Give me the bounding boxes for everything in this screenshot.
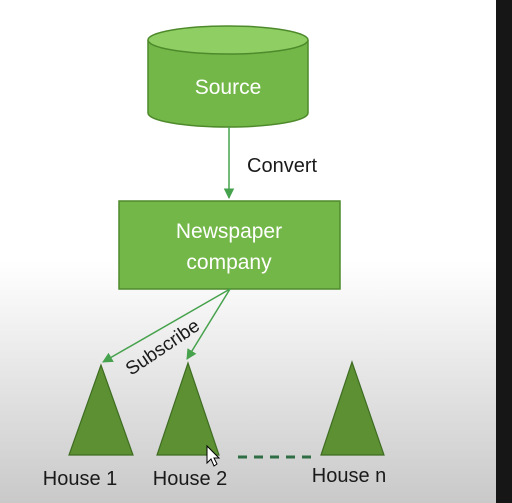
house-n-label: House n <box>312 465 387 487</box>
mouse-cursor-icon <box>206 444 221 467</box>
source-label: Source <box>195 76 262 99</box>
company-box <box>118 200 341 290</box>
company-label-line1: Newspaper <box>176 220 282 243</box>
house-1: House 1 <box>43 363 134 490</box>
house-2-triangle <box>156 361 220 456</box>
newspaper-company-node: Newspaper company <box>118 200 341 290</box>
house-n: House n <box>312 360 387 487</box>
source-cylinder-body <box>147 40 309 128</box>
source-node: Source <box>147 25 309 128</box>
company-label-line2: company <box>186 251 272 274</box>
convert-label: Convert <box>247 155 317 177</box>
house-n-triangle <box>320 360 385 456</box>
subscribe-arrow-house-1 <box>102 288 231 363</box>
house-2-label: House 2 <box>153 468 228 490</box>
house-1-triangle <box>68 363 134 456</box>
right-edge-bar <box>496 0 512 503</box>
source-cylinder-top <box>147 25 309 55</box>
house-1-label: House 1 <box>43 468 118 490</box>
subscribe-arrow-house-2 <box>186 288 231 360</box>
house-2: House 2 <box>153 361 228 490</box>
